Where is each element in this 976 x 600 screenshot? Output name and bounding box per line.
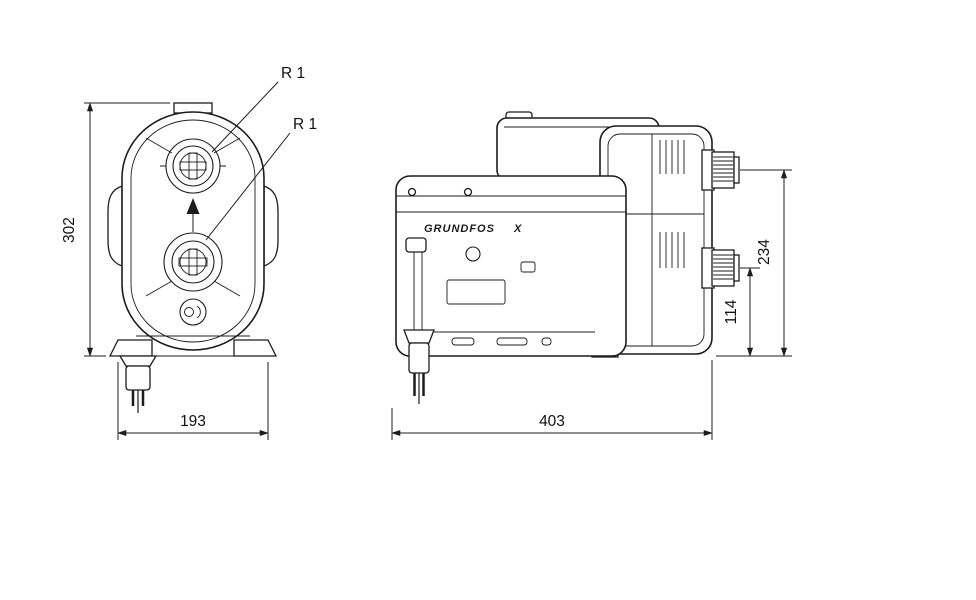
side-inlet-port — [701, 247, 740, 289]
outlet-thread-hatching — [713, 156, 733, 182]
front-plug-neck — [118, 355, 158, 367]
side-view: GRUNDFOS X — [395, 111, 740, 404]
side-plug-body — [408, 342, 430, 374]
bottom-port-flange — [163, 232, 223, 292]
front-right-foot — [233, 339, 278, 357]
front-left-ear — [107, 185, 123, 267]
front-right-ear — [263, 185, 279, 267]
leader-line-bottom — [205, 132, 291, 241]
bottom-port-slot-h — [178, 257, 208, 267]
bottom-port-ring — [171, 240, 215, 284]
side-vent-slot-1 — [451, 337, 475, 346]
callout-text-r1-top: R 1 — [281, 65, 305, 82]
flow-direction-arrow — [186, 198, 200, 232]
top-port-slot-v — [188, 152, 198, 180]
brand-logo-mark-icon: X — [513, 223, 522, 235]
front-left-foot — [108, 339, 153, 357]
callout-port-radius-bottom: R 1 — [205, 116, 317, 241]
front-bottom-port — [163, 232, 223, 292]
dimension-value-234: 234 — [756, 239, 773, 265]
dimension-value-193: 193 — [180, 413, 206, 430]
side-small-detail — [520, 261, 536, 273]
side-screw-left — [407, 187, 417, 197]
front-face-creases — [145, 137, 241, 297]
callout-text-r1-bottom: R 1 — [293, 116, 317, 133]
side-corrugation-bottom — [659, 232, 685, 268]
front-body-inner-contour — [130, 119, 256, 343]
logo-medallion-arc — [196, 305, 201, 319]
side-vent-slot-2 — [496, 337, 528, 346]
logo-medallion-dot — [184, 307, 194, 317]
top-port-slot-h — [179, 161, 207, 171]
leader-line-top — [211, 81, 279, 153]
callout-port-radius-top: R 1 — [211, 65, 305, 153]
side-screw-right — [463, 187, 473, 197]
front-plug-body — [125, 365, 151, 391]
top-port-ring — [172, 145, 214, 187]
outlet-end-face — [733, 156, 740, 184]
bottom-port-slot-v — [188, 248, 198, 276]
power-cable — [413, 252, 423, 330]
dimension-front-height: 302 — [61, 102, 170, 357]
inlet-thread-hatching — [713, 254, 733, 280]
dimension-annotations: 302 193 403 234 114 — [61, 65, 792, 440]
side-main-housing — [395, 175, 627, 357]
flow-arrow-head — [186, 198, 200, 214]
side-corrugation-top — [659, 140, 685, 174]
front-power-plug — [118, 355, 158, 413]
dimension-value-302: 302 — [61, 217, 78, 243]
side-clamp-band — [396, 195, 626, 213]
front-base — [108, 335, 278, 357]
logo-medallion-ring — [179, 298, 207, 326]
front-view — [107, 102, 279, 413]
side-vent-slot-3 — [541, 337, 552, 346]
brand-logo-text: GRUNDFOS — [424, 223, 495, 235]
cable-gland — [405, 237, 427, 253]
front-top-port — [160, 138, 226, 194]
side-power-cable-and-plug — [403, 237, 435, 404]
side-port-hole — [465, 246, 481, 262]
side-plug-neck — [403, 329, 435, 344]
inlet-end-face — [733, 254, 740, 282]
side-outlet-port — [701, 149, 740, 191]
dimension-front-width: 193 — [117, 362, 269, 440]
dimension-value-403: 403 — [539, 413, 565, 430]
dimension-inlet-height: 114 — [723, 267, 760, 357]
dimension-outlet-height: 234 — [716, 169, 792, 357]
front-logo-medallion — [179, 298, 207, 326]
dimension-side-length: 403 — [391, 360, 713, 440]
dimension-value-114: 114 — [723, 299, 740, 324]
side-label-plate — [446, 279, 506, 305]
